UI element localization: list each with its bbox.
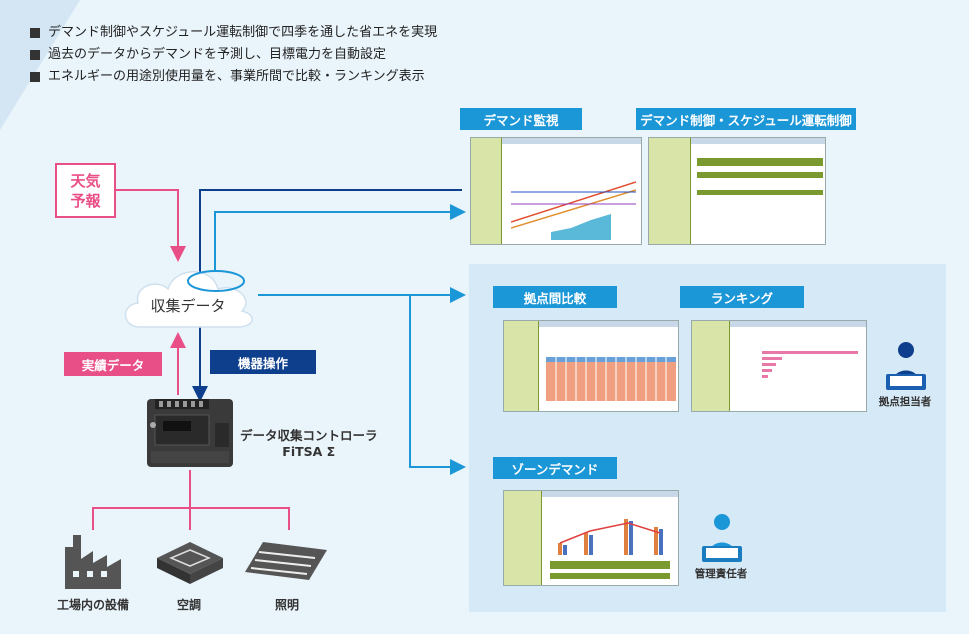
controller-device-icon	[147, 399, 233, 467]
device-label-factory: 工場内の設備	[56, 598, 129, 612]
feature-text: デマンド制御やスケジュール運転制御で四季を通した省エネを実現	[48, 25, 438, 40]
demand-schedule-tag: デマンド制御・スケジュール運転制御	[636, 108, 856, 130]
ranking-tag: ランキング	[680, 286, 804, 308]
controller-model: FiTSA Σ	[282, 444, 336, 459]
weather-label: 予報	[70, 191, 101, 210]
feature-text: エネルギーの用途別使用量を、事業所間で比較・ランキング表示	[48, 69, 425, 84]
feature-item: デマンド制御やスケジュール運転制御で四季を通した省エネを実現	[30, 22, 437, 44]
feature-list: デマンド制御やスケジュール運転制御で四季を通した省エネを実現 過去のデータからデ…	[30, 22, 437, 88]
ranking-bar-thumb	[762, 351, 858, 378]
device-label-aircon: 空調	[176, 598, 201, 612]
bullet-square-icon	[30, 72, 40, 82]
admin-icon	[702, 514, 742, 562]
controller-name: データ収集コントローラ	[240, 428, 378, 443]
weather-label: 天気	[70, 171, 101, 190]
site-compare-screenshot	[503, 320, 679, 412]
feature-item: エネルギーの用途別使用量を、事業所間で比較・ランキング表示	[30, 66, 437, 88]
bullet-square-icon	[30, 28, 40, 38]
lighting-icon	[245, 542, 327, 580]
bullet-square-icon	[30, 50, 40, 60]
ranking-screenshot	[691, 320, 867, 412]
zone-demand-tag: ゾーンデマンド	[493, 457, 617, 479]
site-compare-bar-thumb	[546, 357, 676, 401]
demand-schedule-screenshot	[648, 137, 826, 245]
admin-label: 管理責任者	[694, 568, 748, 580]
cloud-icon	[124, 270, 253, 328]
device-operation-tag: 機器操作	[210, 350, 316, 374]
controller-label: データ収集コントローラ FiTSA Σ	[240, 428, 378, 460]
weather-forecast-box: 天気 予報	[55, 163, 116, 218]
actual-data-tag: 実績データ	[64, 352, 162, 376]
zone-demand-chart-thumb	[550, 519, 670, 579]
cloud-label: 収集データ	[150, 297, 226, 315]
feature-item: 過去のデータからデマンドを予測し、目標電力を自動設定	[30, 44, 437, 66]
air-conditioner-icon	[157, 542, 223, 584]
demand-monitor-tag: デマンド監視	[460, 108, 582, 130]
device-label-lighting: 照明	[274, 598, 299, 612]
site-compare-tag: 拠点間比較	[493, 286, 617, 308]
site-manager-icon	[886, 342, 926, 390]
feature-text: 過去のデータからデマンドを予測し、目標電力を自動設定	[48, 47, 387, 62]
factory-icon	[65, 535, 121, 589]
data-cloud: 収集データ	[118, 255, 258, 333]
site-manager-label: 拠点担当者	[878, 396, 932, 408]
demand-monitor-screenshot	[470, 137, 642, 245]
demand-line-chart-thumb	[511, 181, 636, 240]
zone-demand-screenshot	[503, 490, 679, 586]
corner-decoration	[0, 0, 80, 130]
